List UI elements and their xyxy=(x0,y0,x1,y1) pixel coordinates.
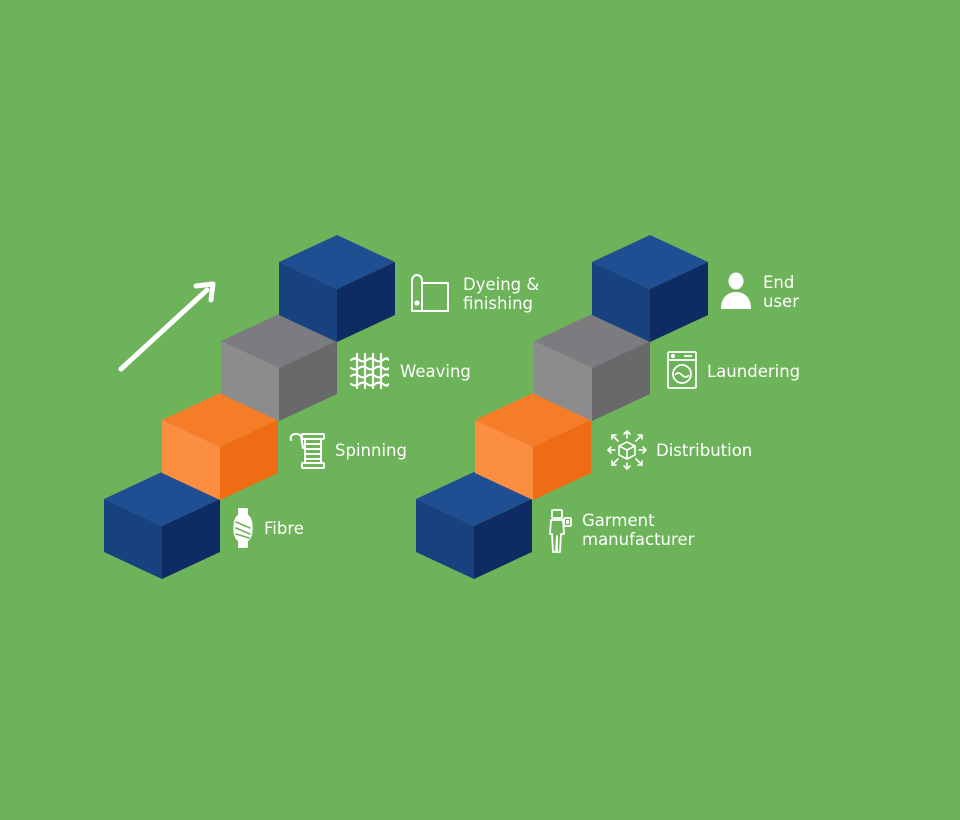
cube-right-face xyxy=(337,262,395,342)
cube-end_user xyxy=(592,235,708,342)
cube-right-face xyxy=(220,420,278,500)
cube-right-face xyxy=(533,420,591,500)
fibre-bobbin-icon xyxy=(233,508,253,548)
cube-right-face xyxy=(279,341,337,421)
cube-left-face xyxy=(162,420,220,500)
yarn-spool-icon xyxy=(289,432,325,469)
step-label-fibre: Fibre xyxy=(264,519,304,538)
cube-left-face xyxy=(534,341,592,421)
step-label-laundering: Laundering xyxy=(707,362,801,381)
box-distribution-icon xyxy=(607,430,647,470)
cube-dyeing xyxy=(279,235,395,342)
cube-right-face xyxy=(162,499,220,579)
cube-left-face xyxy=(416,499,474,579)
progress-arrow-icon xyxy=(118,281,216,372)
user-icon xyxy=(721,272,751,309)
cube-left-face xyxy=(475,420,533,500)
step-label-end-user: End user xyxy=(763,273,799,311)
cube-left-face xyxy=(592,262,650,342)
washing-machine-icon xyxy=(667,351,697,389)
step-label-dyeing-finishing: Dyeing & finishing xyxy=(463,275,540,313)
step-label-weaving: Weaving xyxy=(400,362,471,381)
step-label-spinning: Spinning xyxy=(335,441,407,460)
step-label-distribution: Distribution xyxy=(656,441,753,460)
worker-icon xyxy=(549,509,572,553)
fabric-roll-icon xyxy=(411,274,449,312)
cube-left-face xyxy=(279,262,337,342)
cube-right-face xyxy=(474,499,532,579)
woven-fabric-icon xyxy=(349,352,389,390)
cube-left-face xyxy=(221,341,279,421)
step-label-garment-manufacturer: Garment manufacturer xyxy=(582,511,695,549)
cube-left-face xyxy=(104,499,162,579)
cube-distribution xyxy=(475,393,591,500)
cube-right-face xyxy=(650,262,708,342)
cube-right-face xyxy=(592,341,650,421)
